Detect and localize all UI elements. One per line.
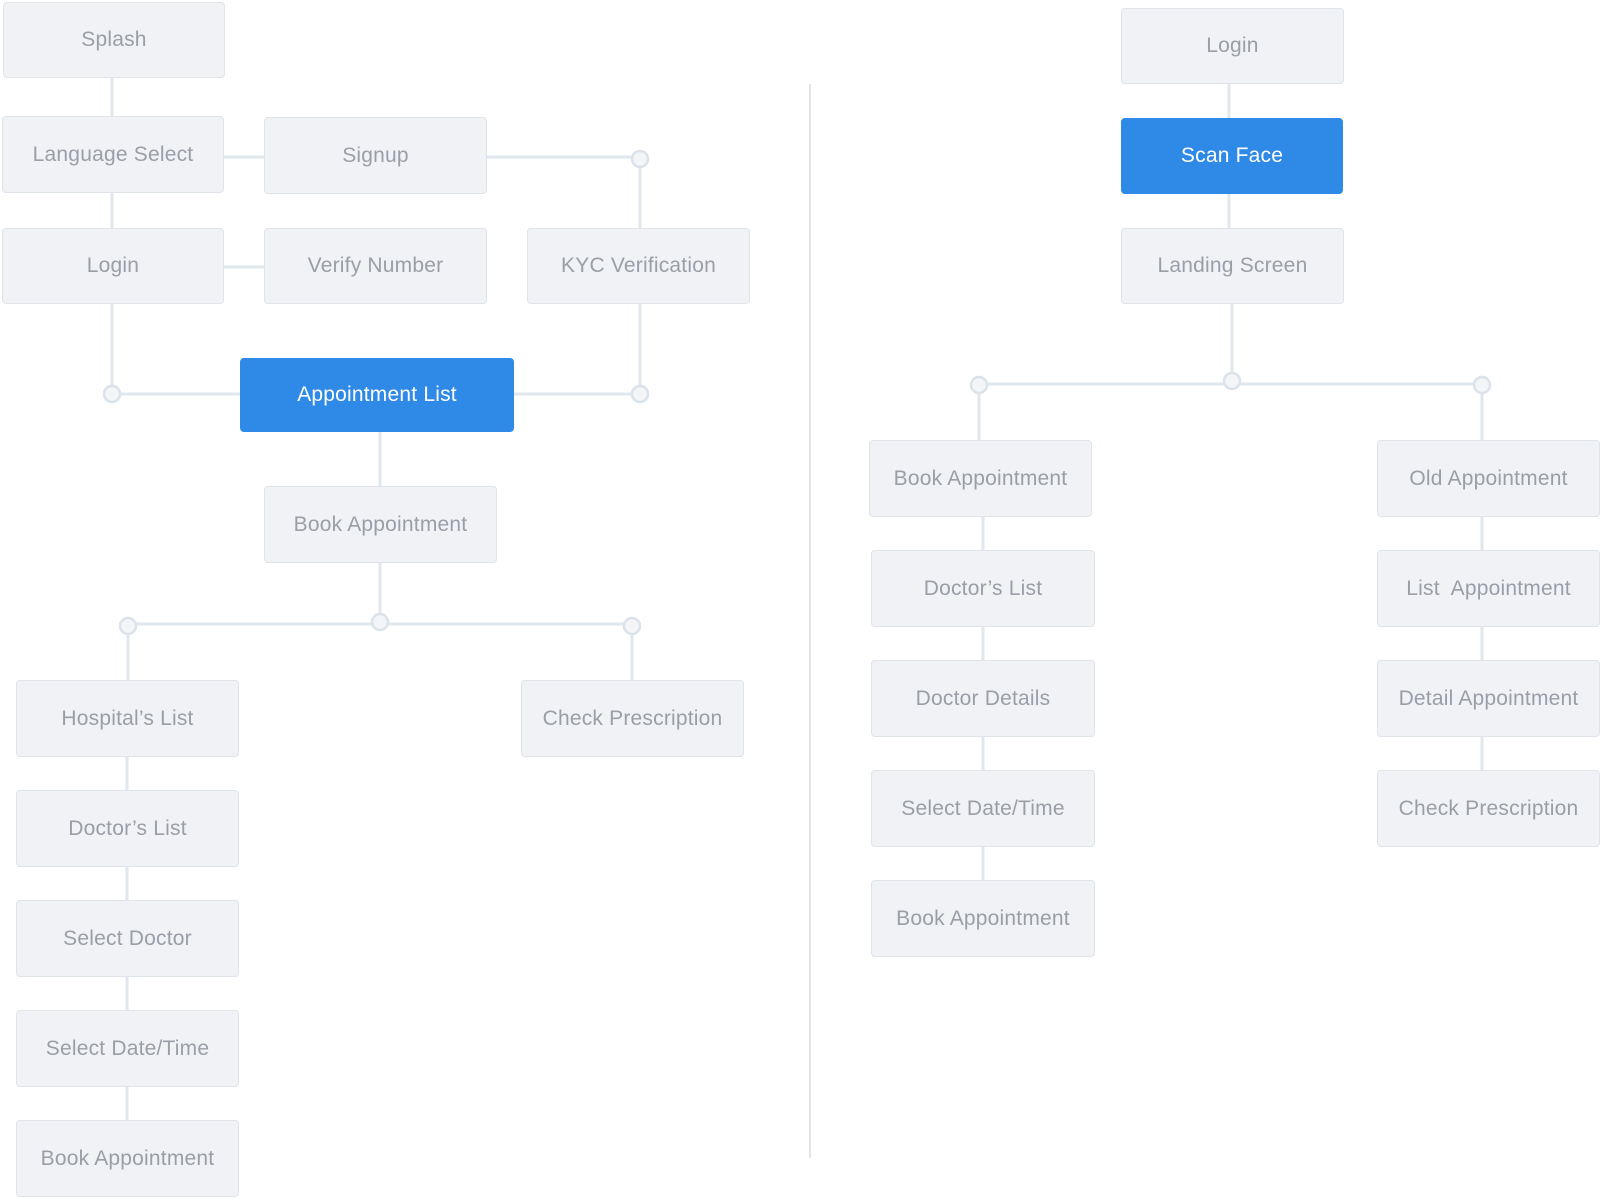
node-label: Verify Number [307,254,444,277]
node-label: Hospital’s List [61,706,194,730]
node-label: Select Doctor [63,926,192,950]
node-verify-number[interactable]: Verify Number [264,228,487,304]
node-language-select[interactable]: Language Select [2,116,224,193]
node-label: Appointment List [297,383,457,406]
node-label: Signup [342,143,409,167]
node-list-appointment[interactable]: List Appointment [1377,550,1600,627]
junction-dot [630,384,650,404]
junction-dot [969,375,989,395]
junction-dot [102,384,122,404]
node-login[interactable]: Login [2,228,224,304]
node-label: Doctor’s List [68,816,187,840]
node-right-login[interactable]: Login [1121,8,1344,84]
node-label: Login [1206,34,1259,57]
node-select-doctor[interactable]: Select Doctor [16,900,239,977]
node-appointment-list[interactable]: Appointment List [240,358,514,432]
node-kyc-verification[interactable]: KYC Verification [527,228,750,304]
node-label: Check Prescription [542,706,723,730]
node-label: Book Appointment [896,906,1070,930]
junction-dot [370,612,390,632]
node-doctor-details[interactable]: Doctor Details [871,660,1095,737]
node-right-select-date-time[interactable]: Select Date/Time [871,770,1095,847]
node-label: Select Date/Time [901,796,1065,820]
node-book-appointment[interactable]: Book Appointment [264,486,497,563]
junction-dot [630,149,650,169]
node-scan-face[interactable]: Scan Face [1121,118,1343,194]
node-old-appointment[interactable]: Old Appointment [1377,440,1600,517]
node-label: Login [86,254,140,277]
junction-dot [118,616,138,636]
section-divider [809,84,811,1158]
node-label: Scan Face [1180,144,1284,167]
node-final-book-appointment[interactable]: Book Appointment [16,1120,239,1197]
junction-dot [622,616,642,636]
node-detail-appointment[interactable]: Detail Appointment [1377,660,1600,737]
node-doctors-list[interactable]: Doctor’s List [16,790,239,867]
node-label: List Appointment [1406,576,1571,600]
junction-dot [1472,375,1492,395]
node-select-date-time[interactable]: Select Date/Time [16,1010,239,1087]
node-landing-screen[interactable]: Landing Screen [1121,228,1344,304]
node-splash[interactable]: Splash [3,2,225,78]
node-label: Language Select [32,142,194,166]
node-label: KYC Verification [561,254,716,277]
node-right-check-prescription[interactable]: Check Prescription [1377,770,1600,847]
node-hospitals-list[interactable]: Hospital’s List [16,680,239,757]
node-right-final-book-appointment[interactable]: Book Appointment [871,880,1095,957]
node-label: Select Date/Time [45,1036,210,1060]
node-label: Doctor Details [915,686,1051,710]
node-label: Landing Screen [1157,254,1308,277]
node-label: Detail Appointment [1398,686,1579,710]
node-label: Book Appointment [293,512,468,536]
node-label: Doctor’s List [923,576,1043,600]
node-right-book-appointment[interactable]: Book Appointment [869,440,1092,517]
node-signup[interactable]: Signup [264,117,487,194]
node-check-prescription[interactable]: Check Prescription [521,680,744,757]
junction-dot [1222,371,1242,391]
node-label: Old Appointment [1409,466,1568,490]
node-label: Splash [81,28,147,51]
node-label: Check Prescription [1398,796,1579,820]
node-label: Book Appointment [40,1146,215,1170]
node-right-doctors-list[interactable]: Doctor’s List [871,550,1095,627]
node-label: Book Appointment [893,466,1068,490]
